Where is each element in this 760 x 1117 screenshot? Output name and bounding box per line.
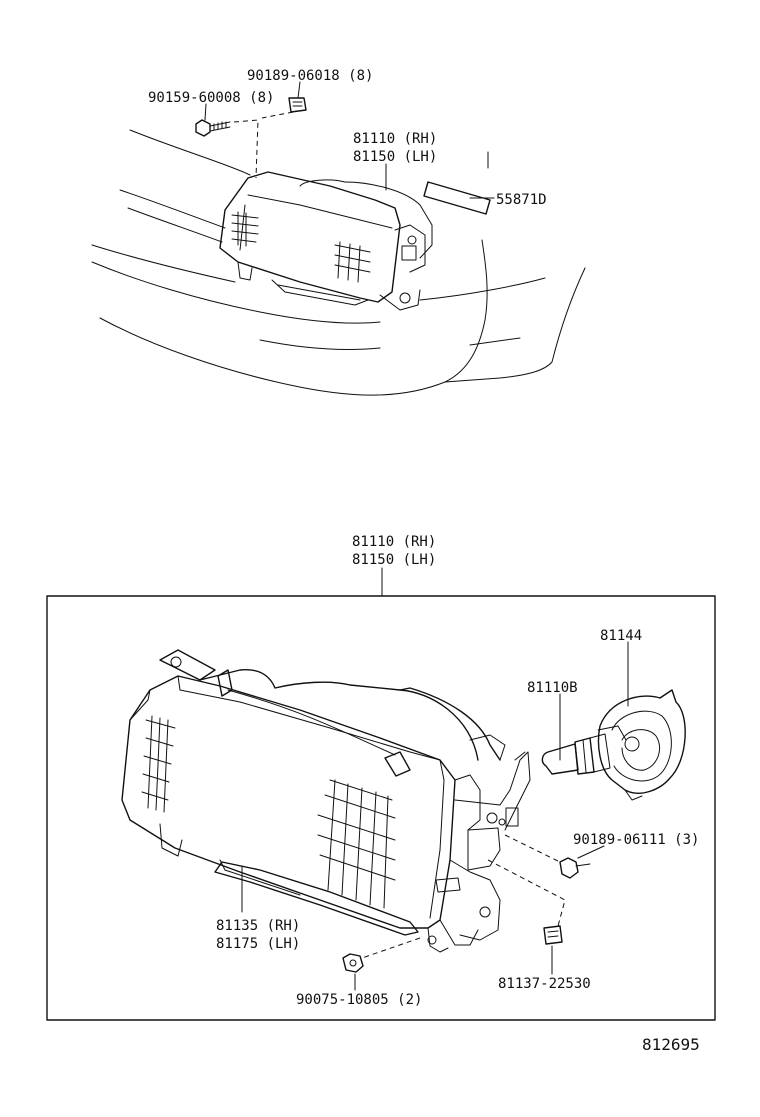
callout-lamp-lh: 81150 (LH) xyxy=(353,149,437,165)
lens-ribs-left xyxy=(141,715,176,813)
headlamp-installed xyxy=(219,171,433,311)
screw-90189-06111 xyxy=(559,857,591,879)
bulb-81110b xyxy=(541,733,611,775)
car-body-outline xyxy=(91,129,586,396)
socket-81144 xyxy=(597,689,686,801)
callout-screw-top: 90159-60008 (8) xyxy=(148,90,274,106)
callout-bulb: 81110B xyxy=(527,680,578,696)
callout-clip-top: 90189-06018 (8) xyxy=(247,68,373,84)
figure-number: 812695 xyxy=(642,1035,700,1054)
detail-frame xyxy=(46,595,716,1021)
callout-screw-side: 90189-06111 (3) xyxy=(573,832,699,848)
callout-socket: 81144 xyxy=(600,628,642,644)
clip-90189-06018 xyxy=(288,97,307,113)
lens-81135 xyxy=(214,861,419,936)
callout-clip-bottom: 81137-22530 xyxy=(498,976,591,992)
headlamp-assembly xyxy=(121,649,531,953)
lens-ribs-right xyxy=(317,779,396,909)
callout-nut-bottom: 90075-10805 (2) xyxy=(296,992,422,1008)
nut-90075-10805 xyxy=(342,953,364,973)
callout-bracket: 55871D xyxy=(496,192,547,208)
callout-lens-lh: 81175 (LH) xyxy=(216,936,300,952)
callout-lamp-rh: 81110 (RH) xyxy=(353,131,437,147)
callout-assy-rh: 81110 (RH) xyxy=(352,534,436,550)
screw-90159 xyxy=(195,119,231,137)
callout-lens-rh: 81135 (RH) xyxy=(216,918,300,934)
bracket-55871d xyxy=(423,151,491,215)
clip-81137-22530 xyxy=(543,925,563,945)
callout-assy-lh: 81150 (LH) xyxy=(352,552,436,568)
